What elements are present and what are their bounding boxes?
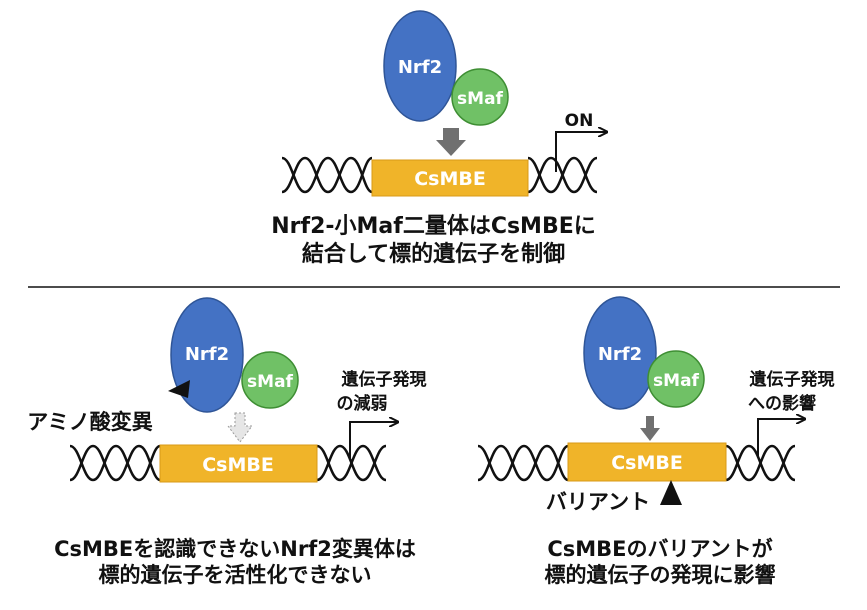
nrf2-label: Nrf2 [185, 344, 229, 365]
right-caption: CsMBEのバリアントが 標的遺伝子の発現に影響 [470, 536, 850, 589]
right-caption-line2: 標的遺伝子の発現に影響 [544, 563, 776, 588]
binding-arrow [436, 128, 466, 156]
dna-helix-left [281, 156, 373, 194]
expression-label-line2: の減弱 [337, 393, 388, 414]
smaf-label: sMaf [247, 372, 294, 392]
left-caption: CsMBEを認識できないNrf2変異体は 標的遺伝子を活性化できない [0, 536, 470, 589]
dna-helix-right [527, 156, 598, 194]
smaf-protein [647, 350, 705, 408]
dna-helix-right [316, 444, 387, 482]
transcription-arrow [555, 132, 606, 172]
smaf-label: sMaf [653, 371, 700, 391]
dna-helix-left [477, 444, 569, 482]
transcription-arrow [349, 422, 397, 458]
left-panel: CsMBE Nrf2 sMaf アミノ酸変異 遺伝子発現 の減弱 [27, 297, 427, 483]
smaf-label: sMaf [457, 89, 504, 109]
weak-binding-arrow [227, 412, 253, 443]
mutation-label: アミノ酸変異 [27, 410, 153, 434]
mutation-pointer-icon [168, 380, 190, 398]
top-caption-line1: Nrf2-小Maf二量体はCsMBEに [271, 214, 596, 239]
nrf2-protein [583, 296, 657, 410]
top-caption-line2: 結合して標的遺伝子を制御 [301, 241, 566, 267]
transcription-arrow [757, 419, 804, 458]
variant-pointer-icon [660, 480, 682, 505]
nrf2-protein [383, 10, 457, 122]
left-caption-line1: CsMBEを認識できないNrf2変異体は [54, 537, 416, 561]
top-caption: Nrf2-小Maf二量体はCsMBEに 結合して標的遺伝子を制御 [0, 213, 867, 268]
right-panel: CsMBE Nrf2 sMaf バリアント 遺伝子発現 への影響 [477, 296, 835, 514]
csmbe-element [371, 159, 529, 197]
binding-arrow [640, 416, 660, 441]
right-caption-line1: CsMBEのバリアントが [547, 537, 773, 561]
expression-label-line2: への影響 [748, 393, 816, 414]
dna-helix-right [725, 444, 796, 482]
nrf2-label: Nrf2 [398, 57, 442, 78]
variant-label: バリアント [546, 490, 650, 514]
smaf-protein [451, 68, 509, 126]
expression-label-line1: 遺伝子発現 [750, 369, 835, 390]
left-caption-line2: 標的遺伝子を活性化できない [98, 563, 372, 588]
nrf2-label: Nrf2 [598, 344, 642, 365]
csmbe-element [567, 442, 727, 482]
top-panel: CsMBE Nrf2 sMaf ON [281, 10, 606, 197]
csmbe-element [159, 444, 318, 483]
on-label: ON [565, 111, 594, 131]
smaf-protein [241, 351, 299, 409]
csmbe-label: CsMBE [202, 454, 274, 476]
csmbe-label: CsMBE [611, 452, 683, 474]
expression-label-line1: 遺伝子発現 [342, 369, 427, 390]
csmbe-label: CsMBE [414, 168, 486, 190]
dna-helix-left [69, 444, 161, 482]
